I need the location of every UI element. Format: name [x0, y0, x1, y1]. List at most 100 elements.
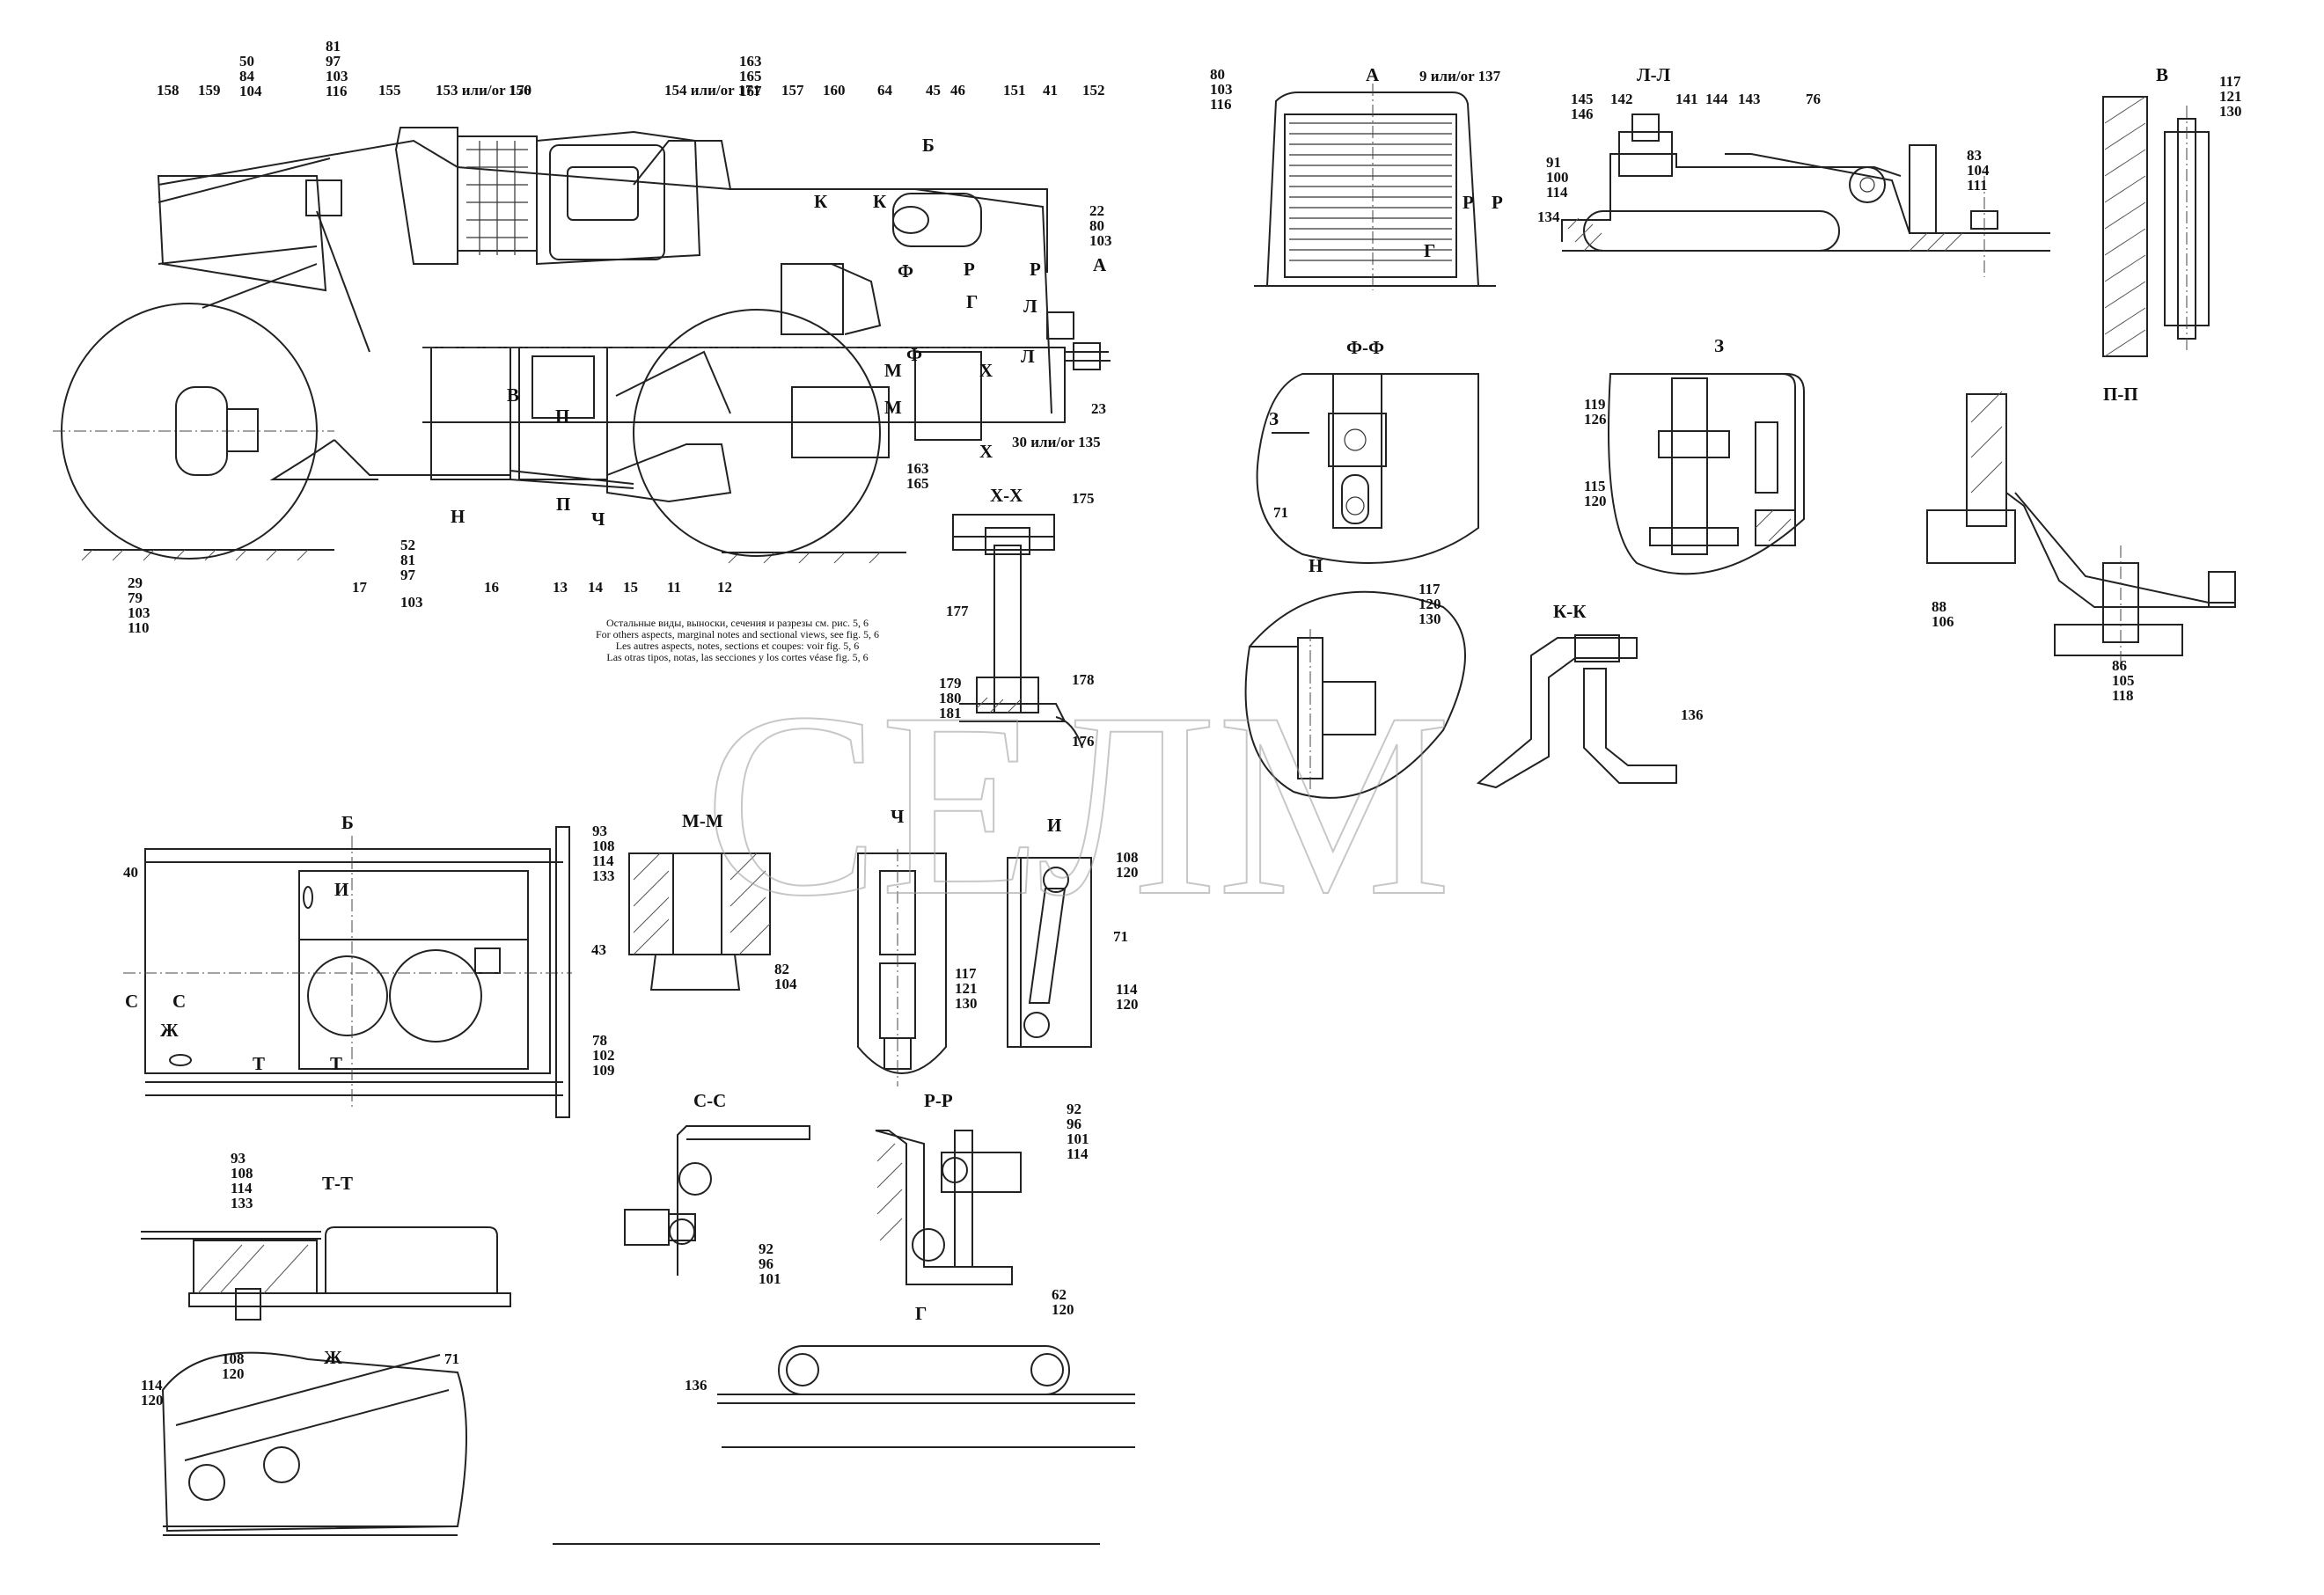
view-i [1007, 857, 1092, 1048]
callout-label: 92 [759, 1240, 773, 1257]
view-title: П-П [2103, 384, 2138, 405]
view-z [1608, 373, 1805, 575]
callout-label: 110 [128, 619, 150, 636]
section-marker: Р [1492, 192, 1503, 213]
callout-label: 114 [231, 1180, 253, 1196]
section-marker: Г [966, 291, 978, 312]
view-v [2102, 96, 2210, 357]
section-marker: Р [1030, 259, 1041, 280]
section-marker: Ч [591, 508, 605, 530]
view-rr [875, 1130, 1022, 1285]
callout-label: 52 [400, 537, 415, 553]
callout-label: 177 [946, 603, 969, 619]
callout-label: 76 [1806, 91, 1821, 107]
callout-label: 15 [623, 579, 638, 596]
view-title: Л-Л [1637, 64, 1671, 85]
callout-label: 101 [759, 1270, 781, 1287]
callout-label: 100 [1546, 169, 1569, 186]
callout-label: 179 [939, 675, 962, 691]
callout-label: 165 [739, 68, 762, 84]
callout-label: 121 [2219, 88, 2242, 105]
callout-label: 22 [1089, 202, 1104, 219]
callout-label: 178 [1072, 671, 1095, 688]
callout-label: 29 [128, 574, 143, 591]
section-marker: С [125, 991, 138, 1012]
callout-label: 23 [1091, 400, 1106, 417]
callout-label: 93 [592, 823, 607, 839]
callout-label: 116 [1210, 96, 1232, 113]
section-marker: К [873, 191, 887, 212]
callout-label: 180 [939, 690, 962, 706]
callout-label: 104 [1967, 162, 1990, 179]
callout-label: 108 [1116, 849, 1139, 866]
callout-label: 71 [444, 1350, 459, 1367]
callout-label: 103 [128, 604, 150, 621]
view-title: М-М [682, 810, 723, 831]
view-title: Р-Р [924, 1090, 953, 1111]
callout-label: 9 или/or 137 [1419, 68, 1501, 84]
callout-label: 86 [2112, 657, 2127, 674]
view-title: Т-Т [322, 1173, 353, 1194]
callout-label: 83 [1967, 147, 1982, 164]
callout-label: 91 [1546, 154, 1561, 171]
section-marker: Ж [160, 1020, 179, 1041]
callout-label: 81 [326, 38, 341, 55]
callout-label: 108 [231, 1165, 253, 1182]
callout-label: 134 [1537, 209, 1560, 225]
callout-label: 97 [326, 53, 341, 70]
callout-label: 41 [1043, 82, 1058, 99]
callout-label: 176 [1072, 733, 1095, 750]
view-mm [628, 852, 771, 991]
callout-label: 118 [2112, 687, 2134, 704]
callout-label: 14 [588, 579, 604, 596]
view-title: Х-Х [990, 485, 1023, 506]
section-marker: Х [979, 441, 993, 462]
section-marker: Г [1424, 240, 1435, 261]
callout-label: 103 [326, 68, 348, 84]
view-ff [1256, 373, 1479, 564]
section-marker: К [814, 191, 828, 212]
callout-label: 117 [2219, 73, 2241, 90]
callout-label: 115 [1584, 478, 1606, 494]
callout-label: 96 [1067, 1116, 1081, 1132]
callout-label: 136 [1681, 706, 1704, 723]
section-marker: В [507, 384, 519, 406]
section-marker: Л [1023, 296, 1037, 317]
callout-label: 30 или/or 135 [1012, 434, 1101, 450]
callout-label: 45 [926, 82, 941, 99]
view-tt [141, 1226, 511, 1321]
callout-label: 120 [222, 1365, 245, 1382]
callout-label: 103 [1089, 232, 1112, 249]
view-cc [624, 1125, 810, 1276]
view-title: Н [1309, 555, 1323, 576]
view-n [1244, 590, 1466, 799]
callout-label: 126 [1584, 411, 1607, 428]
view-title: Ч [891, 806, 905, 827]
section-marker: М [884, 397, 902, 418]
callout-label: 117 [955, 965, 977, 982]
callout-label: 146 [1571, 106, 1594, 122]
callout-label: 16 [484, 579, 499, 596]
section-marker: Х [979, 360, 993, 381]
callout-label: 93 [231, 1150, 246, 1167]
callout-label: 11 [667, 579, 681, 596]
view-ll [1561, 113, 2050, 277]
callout-label: 157 [781, 82, 804, 99]
callout-label: 114 [141, 1377, 163, 1394]
view-ch [857, 849, 947, 1087]
callout-label: 145 [1571, 91, 1594, 107]
section-marker: С [172, 991, 186, 1012]
callout-label: 175 [1072, 490, 1095, 507]
watermark: СЕЛМ [704, 658, 1452, 950]
callout-label: 108 [222, 1350, 245, 1367]
section-marker: Ф [906, 344, 922, 365]
callout-label: 158 [157, 82, 180, 99]
callout-label: 156 [509, 82, 532, 99]
section-marker: А [1093, 254, 1107, 275]
view-title: С-С [693, 1090, 726, 1111]
callout-label: 103 [400, 594, 423, 611]
callout-label: 102 [592, 1047, 615, 1064]
callout-label: 13 [553, 579, 568, 596]
callout-label: 109 [592, 1062, 615, 1079]
